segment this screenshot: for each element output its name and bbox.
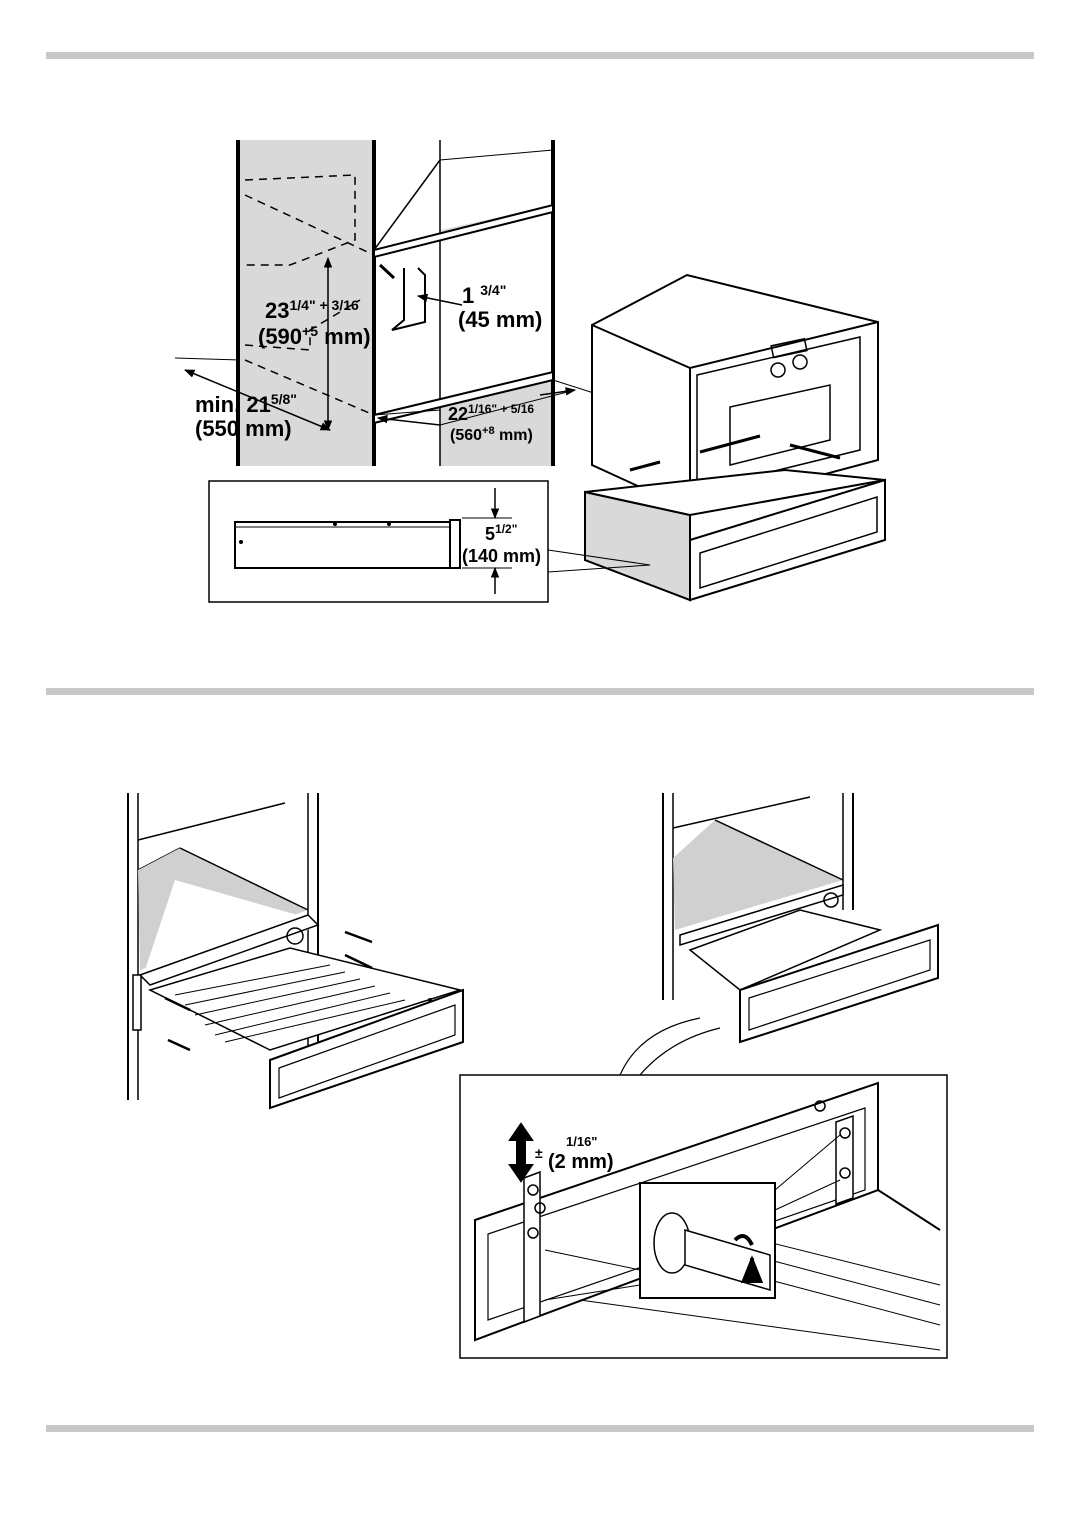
drawer-height-dimension: 51/2" (140 mm) [462,522,541,566]
min-depth-dimension: min. 215/8" (550 mm) [195,391,297,441]
drawer-pulled-out-figure [619,793,939,1076]
svg-text:51/2": 51/2" [485,522,517,544]
svg-text:min. 215/8": min. 215/8" [195,391,297,417]
svg-text:1/16": 1/16" [566,1134,597,1149]
svg-text:(140 mm): (140 mm) [462,546,541,566]
svg-text:(2 mm): (2 mm) [548,1151,614,1173]
svg-text:231/4" + 3/16: 231/4" + 3/16 [265,297,359,323]
svg-text:(560+8 mm): (560+8 mm) [450,425,533,444]
top-divider [46,52,1034,59]
svg-text:(550 mm): (550 mm) [195,416,292,441]
svg-text:±: ± [535,1145,543,1161]
svg-text:(45 mm): (45 mm) [458,307,542,332]
screw-installation-figure [127,793,464,1110]
cabinet-cutout-figure [174,140,601,466]
adjustment-dimension: ± 1/16" (2 mm) [535,1134,614,1173]
svg-text:221/16" + 5/16: 221/16" + 5/16 [448,402,534,424]
drawer-side-detail [208,480,651,603]
cabinet-width-dimension: 221/16" + 5/16 (560+8 mm) [448,402,534,444]
cabinet-height-dimension: 231/4" + 3/16 (590+5 mm) [258,297,371,349]
svg-text:13/4": 13/4" [462,282,506,308]
oven-appliance [591,273,879,512]
adjustment-detail [459,1074,948,1359]
warming-drawer-front [584,468,886,602]
svg-text:(590+5 mm): (590+5 mm) [258,323,371,349]
bottom-divider [46,1425,1034,1432]
middle-divider [46,688,1034,695]
